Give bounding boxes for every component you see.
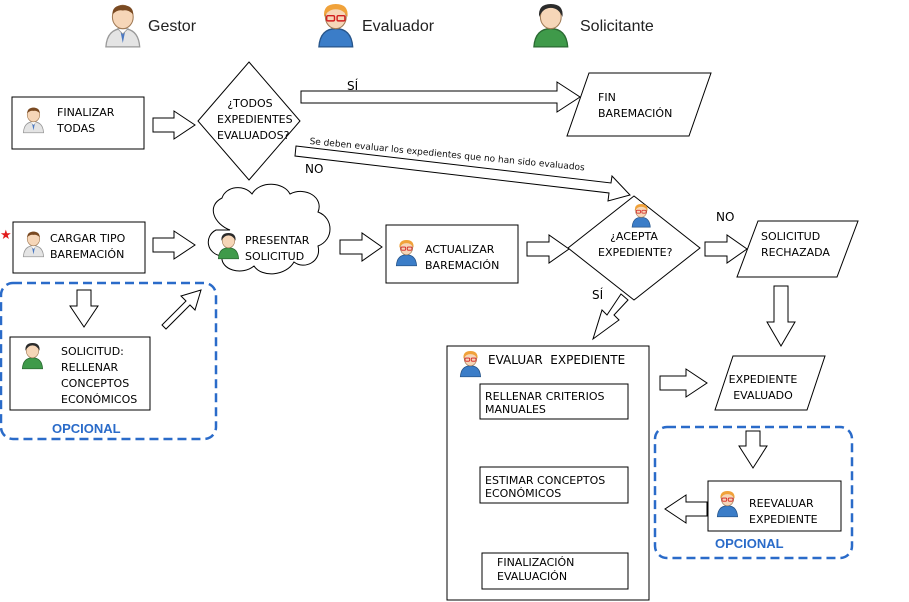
arrow-cargar-to-presentar <box>152 230 196 260</box>
edge-label-no-top: NO <box>305 162 324 176</box>
arrow-no-to-acepta <box>294 145 631 202</box>
solicitud-rellenar-label: SOLICITUD: RELLENAR CONCEPTOS ECONÓMICOS <box>61 345 138 406</box>
opcional-region-left <box>0 281 218 441</box>
actualizar-baremacion-label: ACTUALIZAR BAREMACIÓN <box>425 243 500 272</box>
legend-evaluador-label: Evaluador <box>362 18 435 35</box>
rellenar-criterios-label: RELLENAR CRITERIOS MANUALES <box>485 390 605 416</box>
opcional-region-right <box>653 425 854 560</box>
arrow-cargar-to-solicitud <box>69 289 99 328</box>
gestor-avatar-icon <box>105 4 141 48</box>
cargar-tipo-label: CARGAR TIPO BAREMACIÓN <box>50 232 126 261</box>
estimar-conceptos-label: ESTIMAR CONCEPTOS ECONÓMICOS <box>485 474 606 500</box>
solicitante-avatar-icon <box>533 3 569 48</box>
solicitud-rechazada-label: SOLICITUD RECHAZADA <box>761 230 830 259</box>
legend-solicitante-label: Solicitante <box>580 18 654 35</box>
expediente-evaluado-shape <box>714 355 826 411</box>
arrow-si-to-fin <box>300 81 581 113</box>
arrow-actualizar-to-acepta <box>526 234 570 264</box>
finalizar-todas-label: FINALIZAR TODAS <box>57 106 115 135</box>
rellenar-criterios-box <box>479 383 629 420</box>
acepta-expediente-decision <box>567 195 701 301</box>
estimar-conceptos-box <box>479 466 629 504</box>
expediente-evaluado-label: EXPEDIENTE EVALUADO <box>728 373 798 402</box>
edge-label-si-top: SÍ <box>347 79 359 93</box>
arrow-evaluar-to-evaluado <box>659 368 708 398</box>
presentar-solicitud-label: PRESENTAR SOLICITUD <box>245 234 310 263</box>
todos-evaluados-decision <box>197 61 301 181</box>
fin-baremacion-shape <box>566 72 712 137</box>
arrow-solicitud-to-presentar <box>161 289 202 330</box>
arrow-finalizar-to-decision <box>152 110 196 140</box>
arrow-evaluado-to-reevaluar <box>738 430 768 469</box>
arrow-reevaluar-to-evaluar <box>664 494 708 524</box>
edge-label-si-mid: SÍ <box>592 288 604 302</box>
arrow-no-to-rechazada <box>704 234 748 264</box>
solicitud-rechazada-shape <box>736 220 859 278</box>
edge-label-no-right: NO <box>716 210 735 224</box>
opcional-label-left: OPCIONAL <box>52 421 121 436</box>
presentar-solicitud-cloud <box>207 183 331 275</box>
finalizacion-evaluacion-box <box>481 552 629 590</box>
arrow-rechazada-to-evaluado <box>766 285 796 347</box>
fin-baremacion-label: FIN BAREMACIÓN <box>598 91 673 120</box>
reevaluar-expediente-label: REEVALUAR EXPEDIENTE <box>749 497 818 526</box>
star-icon: ★ <box>0 228 12 243</box>
todos-evaluados-label: ¿TODOS EXPEDIENTES EVALUADOS? <box>217 97 293 142</box>
arrow-presentar-to-actualizar <box>339 232 383 262</box>
opcional-label-right: OPCIONAL <box>715 536 784 551</box>
evaluar-expediente-label: EVALUAR EXPEDIENTE <box>488 353 626 367</box>
acepta-expediente-label: ¿ACEPTA EXPEDIENTE? <box>598 230 673 259</box>
finalizacion-evaluacion-label: FINALIZACIÓN EVALUACIÓN <box>497 556 575 583</box>
arrow-si-to-evaluar <box>592 293 629 341</box>
evaluador-avatar-icon <box>318 3 354 48</box>
legend-gestor-label: Gestor <box>148 18 197 35</box>
